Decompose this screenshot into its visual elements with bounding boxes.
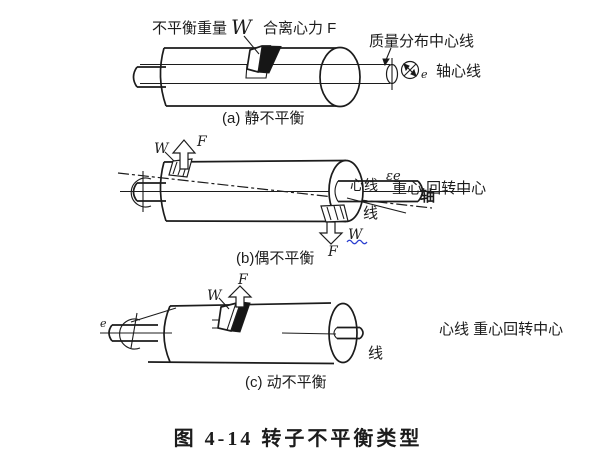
cylinder-c-bottom-line <box>147 361 335 365</box>
cylinder-b-left-arc <box>159 161 167 222</box>
cylinder-b-top-line <box>163 159 347 163</box>
label-center-text-c: 心线 重心回转中心 <box>439 321 563 338</box>
label-force-b-bottom: F <box>327 244 339 260</box>
label-weight-b-bottom: W <box>348 227 364 243</box>
figure-caption: 图 4-14 转子不平衡类型 <box>174 426 423 450</box>
caption-a: (a) 静不平衡 <box>222 110 305 127</box>
shaft-b-right-cap <box>417 180 424 203</box>
force-arrow-down-b <box>318 221 344 245</box>
label-line-char-b: 线 <box>363 205 378 222</box>
leader-weight-a <box>243 35 260 55</box>
rotation-arc-c <box>119 318 141 350</box>
rotation-arc-b <box>130 177 152 208</box>
shaft-c-right-notch <box>333 326 364 340</box>
cylinder-a-left-arc <box>159 47 167 107</box>
weight-band-a <box>245 45 282 79</box>
label-force-b-top: F <box>196 134 208 150</box>
leader-mass-line-a <box>385 47 392 61</box>
label-unbalance-weight: 不平衡重量 <box>152 20 227 37</box>
label-force-c: F <box>237 272 249 288</box>
leader-weight-c <box>218 297 230 310</box>
label-eccentricity-a: e <box>421 68 428 81</box>
shaft-b-notch-arc <box>334 180 339 202</box>
label-weight-c: W <box>207 288 223 304</box>
weight-band-c <box>217 300 251 333</box>
weight-block-b-bottom <box>320 204 349 223</box>
label-centrifugal-force-a: 合离心力 F <box>263 20 336 37</box>
label-centerline-fragment-b: 心线 <box>350 177 378 193</box>
cylinder-c-top-line <box>169 302 332 307</box>
caption-c: (c) 动不平衡 <box>245 374 327 391</box>
label-axis-line-a: 轴心线 <box>436 63 481 80</box>
caption-b: (b)偶不平衡 <box>236 250 314 267</box>
label-weight-symbol-a: W <box>231 15 253 39</box>
diagram-b: W F 心线 εe 重心 回转中心 轴 线 W F (b)偶不平衡 <box>117 134 486 267</box>
diagram-a: 不平衡重量 W 合离心力 F 质量分布中心线 e 轴心线 (a) 静不平衡 <box>132 15 481 127</box>
leader-arrowhead-a <box>382 58 390 67</box>
axis-line-c-right <box>281 332 337 335</box>
leader-weight-b-top <box>164 151 175 162</box>
force-arrow-up-b <box>171 139 197 170</box>
force-arrow-up-c <box>227 285 253 308</box>
label-weight-b-top: W <box>154 141 170 157</box>
mass-axis-exit-line-b <box>346 197 407 214</box>
shaft-b-left-cap <box>132 182 138 202</box>
shaft-c-cross-line <box>130 312 138 349</box>
label-gravity-rotation-center-b: 重心 回转中心 <box>392 180 486 197</box>
spellcheck-underline <box>346 239 368 245</box>
cylinder-a-right-face <box>319 46 361 108</box>
cylinder-b-bottom-line <box>165 220 347 223</box>
shaft-a-left-cap <box>132 66 138 88</box>
mass-axis-dashdot-b <box>117 172 433 209</box>
label-epsilon-e-b: εe <box>386 169 401 184</box>
label-axis-char-b: 轴 <box>420 187 435 205</box>
label-mass-center-line: 质量分布中心线 <box>369 33 474 50</box>
label-line-char-c: 线 <box>368 345 383 362</box>
label-eccentricity-c: e <box>100 317 107 330</box>
rotation-mark-a <box>400 60 420 80</box>
diagram-c: F W e 线 心线 重心回转中心 (c) 动不平衡 <box>100 272 563 391</box>
cylinder-c-left-arc <box>163 305 171 363</box>
cylinder-c-right-face <box>328 302 358 364</box>
tilted-axis-line-c <box>130 307 177 323</box>
